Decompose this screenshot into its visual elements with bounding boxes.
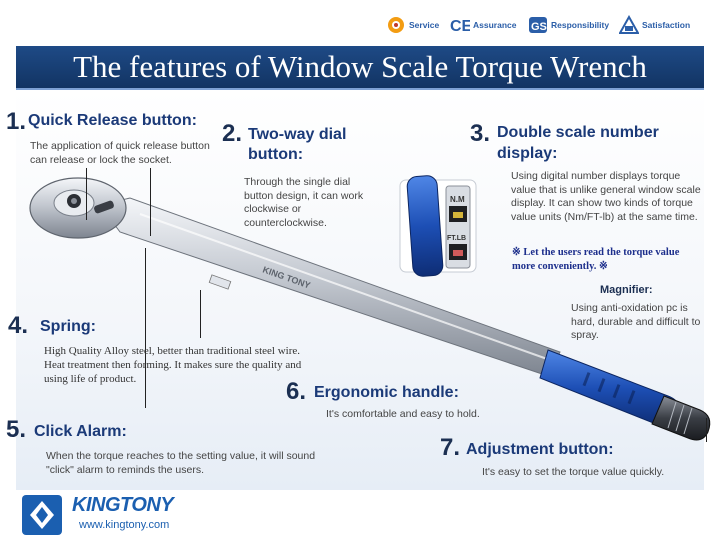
feature-4-number: 4. [8,312,29,339]
feature-2-heading-line2: button: [248,146,304,163]
badge-label: Assurance [473,20,517,30]
feature-3-note-line1: ※ Let the users read the torque value [512,247,680,258]
double-scale-display [399,175,477,277]
feature-1-heading: Quick Release button: [28,112,197,129]
satisfaction-badge: Satisfaction [619,14,690,36]
feature-4-heading: Spring: [40,318,96,335]
scale-unit-nm: N.M [450,195,465,204]
feature-6-heading: Ergonomic handle: [314,384,459,401]
footer [0,490,720,540]
feature-5-description: When the torque reaches to the setting v… [46,450,316,476]
feature-3-heading-line2: display: [497,145,558,162]
feature-7-heading: Adjustment button: [466,441,614,458]
satisfaction-triangle-icon [619,15,639,35]
badge-label: Service [409,20,440,30]
feature-4-description-line3: using life of product. [44,373,137,385]
adjustment-knob [651,395,711,441]
ratchet-head [29,177,127,239]
feature-5-heading: Click Alarm: [34,423,127,440]
badge-label: Responsibility [551,20,610,30]
badge-label: Satisfaction [642,20,691,30]
feature-5-number: 5. [6,416,27,443]
leader-line-4 [200,290,201,338]
leader-line-7 [706,418,707,442]
feature-2-heading-line1: Two-way dial [248,126,347,143]
feature-3-number: 3. [470,120,491,147]
title-underline [16,88,704,90]
feature-4-description-line1: High Quality Alloy steel, better than tr… [44,345,300,357]
leader-line-1 [86,168,87,220]
service-bar: Service CE Assurance GS Responsibility S… [0,0,720,48]
leader-line-2 [150,168,151,236]
magnifier-heading: Magnifier: [600,284,653,296]
magnifier-description: Using anti-oxidation pc is hard, durable… [571,302,701,342]
svg-text:CE: CE [450,18,470,35]
feature-2-number: 2. [222,120,243,147]
feature-7-number: 7. [440,434,461,461]
feature-1-description: The application of quick release button … [30,140,210,166]
feature-7-description: It's easy to set the torque value quickl… [482,466,665,478]
footer-url[interactable]: www.kingtony.com [79,519,170,531]
feature-6-number: 6. [286,378,307,405]
feature-3-heading-line1: Double scale number [497,124,659,141]
feature-1-number: 1. [6,108,27,135]
feature-3-description: Using digital number displays torque val… [511,170,701,223]
svg-text:GS: GS [531,21,547,33]
window-scale [208,274,232,290]
feature-3-note-line2: more conveniently. ※ [512,261,608,272]
scale-unit-ftlb: FT.LB [447,235,466,242]
feature-6-description: It's comfortable and easy to hold. [326,408,480,420]
footer-brand: KINGTONY [72,494,174,516]
service-badge: Service [386,14,439,36]
gs-mark-icon: GS [528,15,548,35]
assurance-badge: CE Assurance [450,14,516,36]
feature-2-description: Through the single dial button design, i… [244,176,364,229]
service-gear-icon [386,15,406,35]
ce-mark-icon: CE [450,15,470,35]
feature-4-description-line2: Heat treatment then forming. It makes su… [44,359,302,371]
page-title: The features of Window Scale Torque Wren… [73,49,647,84]
responsibility-badge: GS Responsibility [528,14,609,36]
title-band: The features of Window Scale Torque Wren… [16,46,704,88]
kingtony-logo-icon [22,495,62,535]
leader-line-5 [145,248,146,408]
